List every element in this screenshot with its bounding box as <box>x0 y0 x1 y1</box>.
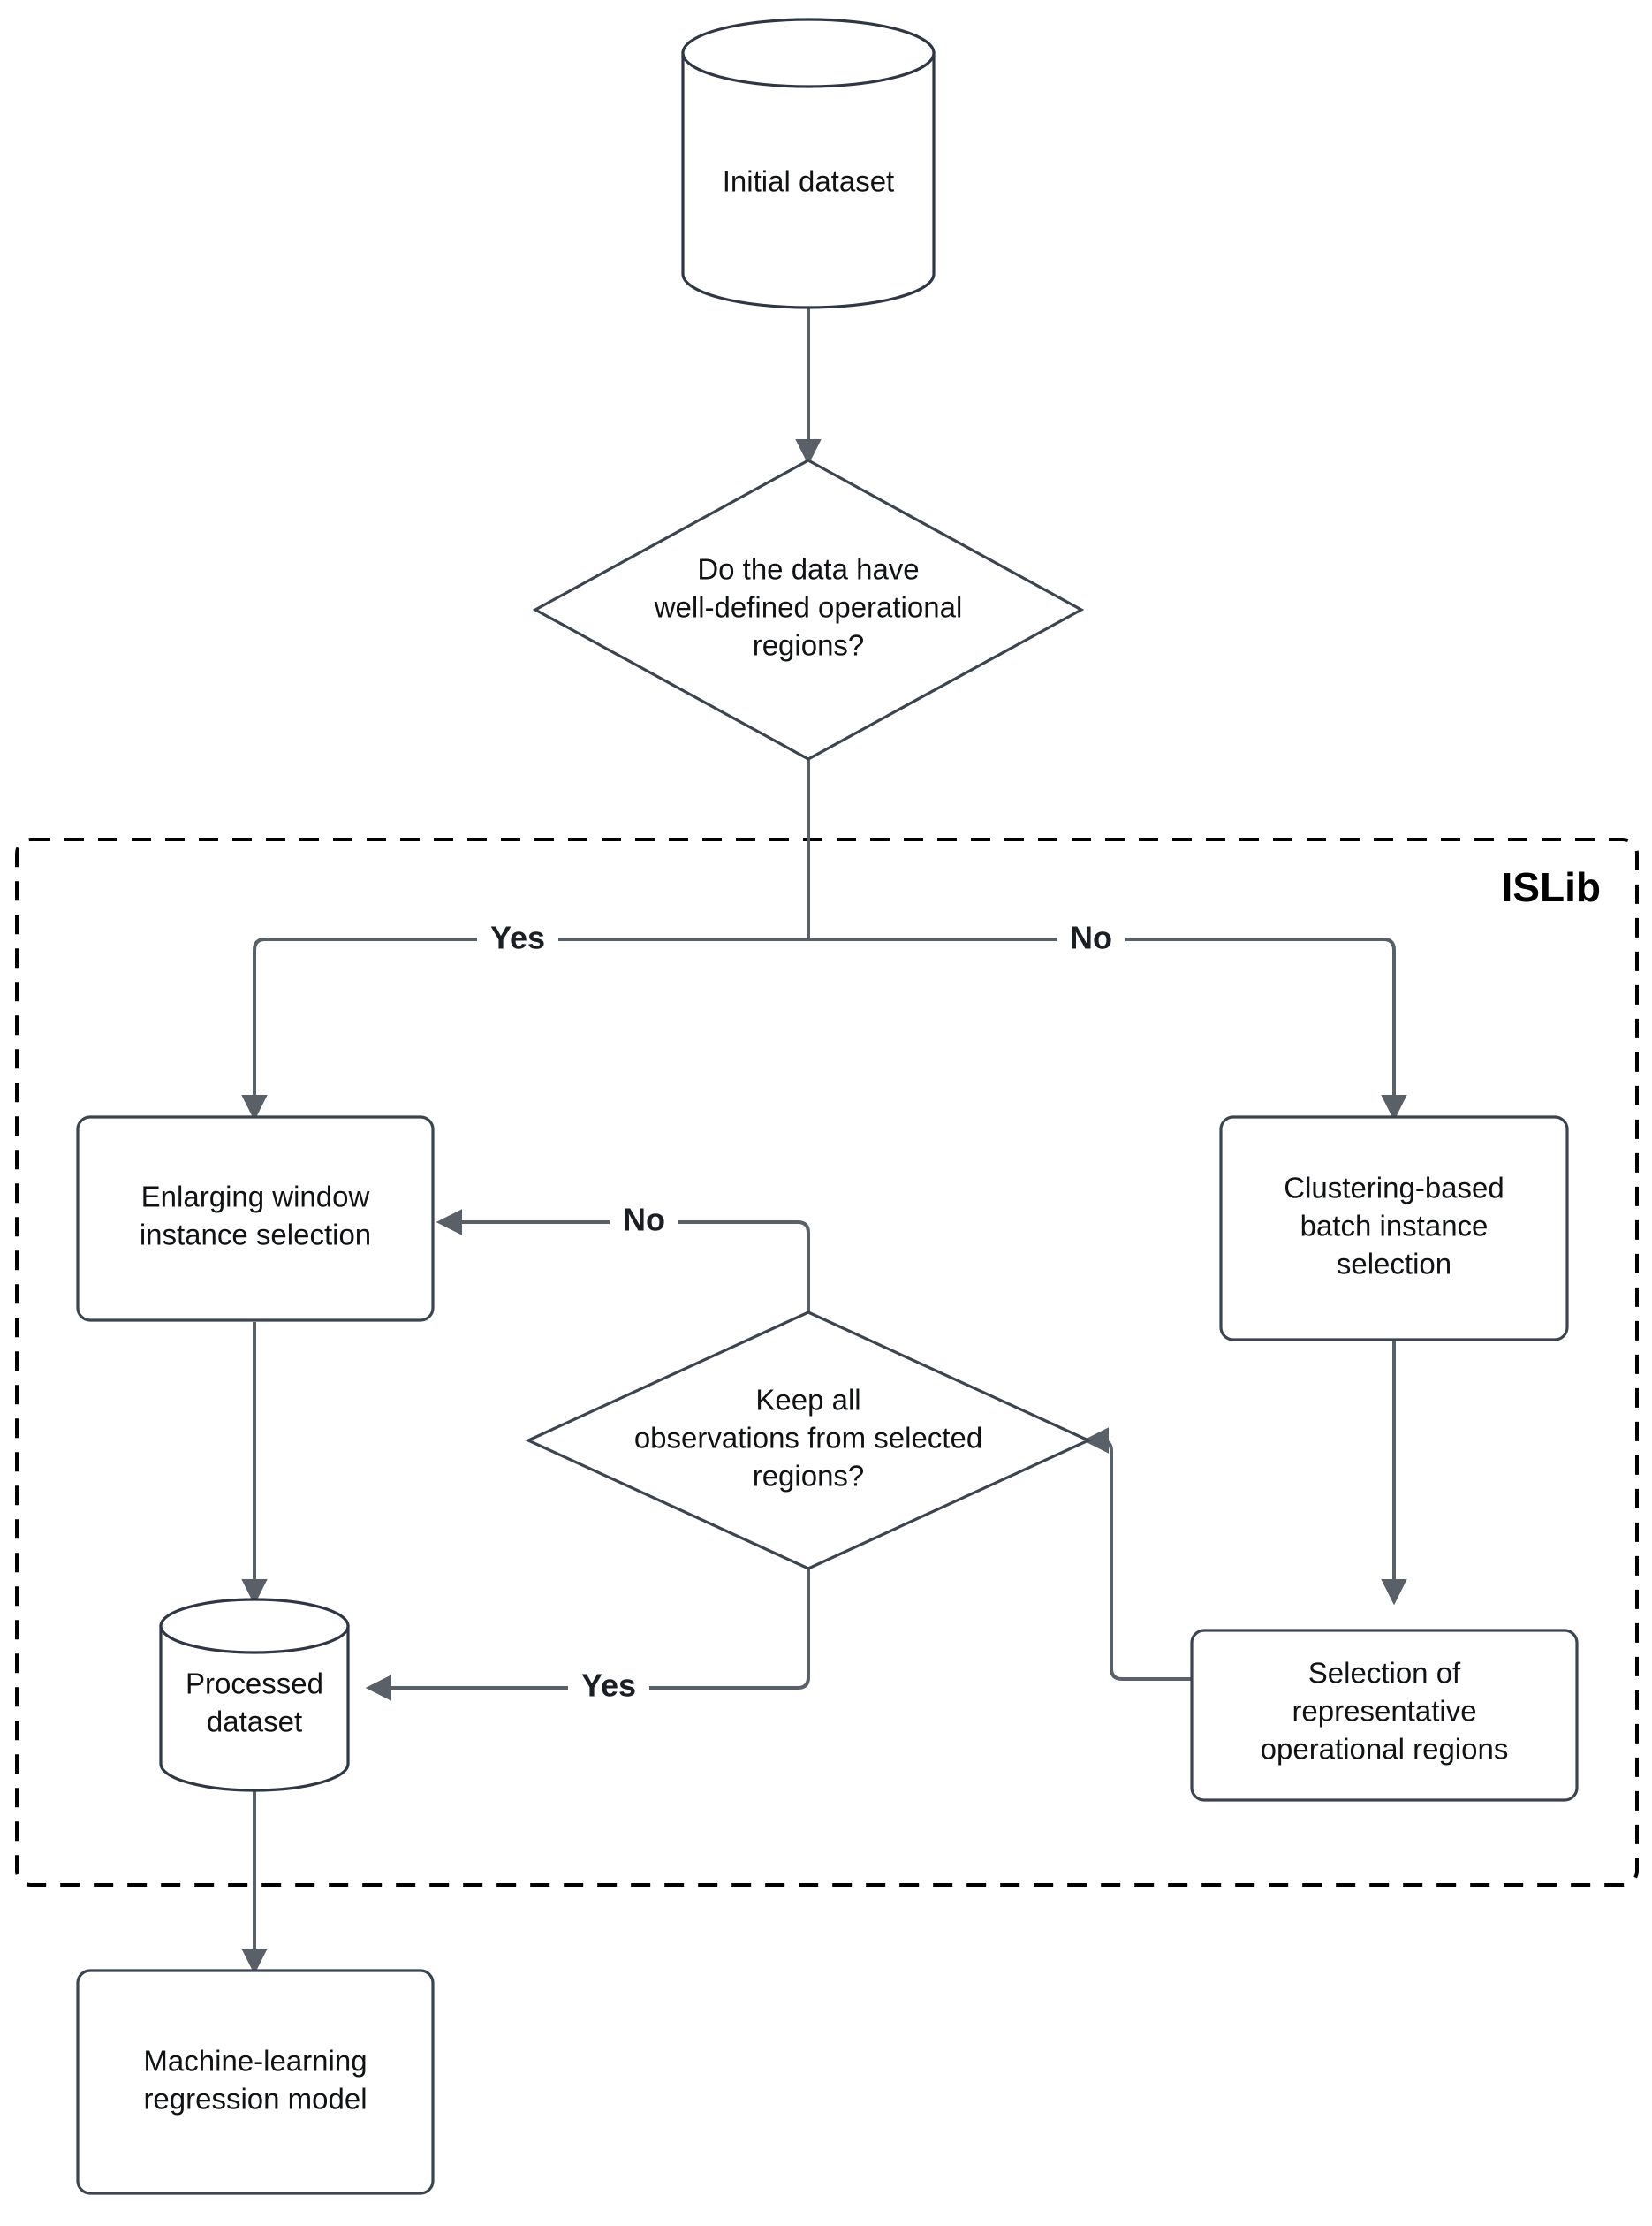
node-label-clustering-line-2: batch instance <box>1300 1210 1489 1242</box>
node-label-mlmodel-line-1: Machine-learning <box>143 2045 367 2078</box>
diamond-shape <box>532 459 1085 761</box>
process-box <box>76 1115 435 1322</box>
process-box <box>1219 1115 1569 1341</box>
node-machine-learning-regression-model[interactable]: Machine-learning regression model <box>76 1969 435 2195</box>
node-label-decision-2-line-2: observations from selected <box>634 1422 982 1455</box>
node-label-processed-line-2: dataset <box>207 1706 302 1738</box>
node-selection-representative-operational-regions[interactable]: Selection of representative operational … <box>1190 1629 1579 1802</box>
svg-text:Yes: Yes <box>490 920 545 956</box>
edge-label-yes-top: Yes <box>477 917 558 963</box>
node-label-mlmodel-line-2: regression model <box>143 2083 367 2116</box>
edge-label-no-top: No <box>1057 917 1125 963</box>
node-label-selection-line-1: Selection of <box>1308 1657 1461 1690</box>
node-label-clustering-line-1: Clustering-based <box>1284 1172 1504 1204</box>
node-label-clustering-line-3: selection <box>1337 1248 1451 1280</box>
svg-text:Yes: Yes <box>581 1668 636 1704</box>
cylinder-body <box>681 51 936 309</box>
edge-yes-branch-to-enlarging <box>241 938 808 1121</box>
node-label-decision-1-line-2: well-defined operational <box>654 591 963 624</box>
process-box <box>76 1969 435 2195</box>
svg-text:No: No <box>1070 920 1112 956</box>
cylinder-top <box>681 18 936 88</box>
process-box <box>1190 1629 1579 1802</box>
node-enlarging-window-instance-selection[interactable]: Enlarging window instance selection <box>76 1115 435 1322</box>
node-label-enlarging-line-1: Enlarging window <box>141 1181 370 1213</box>
svg-text:No: No <box>623 1202 665 1238</box>
diamond-shape <box>525 1311 1092 1570</box>
islib-group-label: ISLib <box>1502 864 1601 910</box>
edge-keepall-no-to-enlarging <box>436 1209 810 1312</box>
node-label-decision-2-line-1: Keep all <box>755 1384 860 1417</box>
node-label-processed-line-1: Processed <box>186 1668 323 1700</box>
edge-label-no-keepall: No <box>610 1199 678 1245</box>
node-label-decision-2-line-3: regions? <box>753 1460 865 1493</box>
node-clustering-based-batch-instance-selection[interactable]: Clustering-based batch instance selectio… <box>1219 1115 1569 1341</box>
islib-group-box <box>15 838 1639 1887</box>
cylinder-top <box>159 1598 350 1654</box>
node-label-initial-dataset: Initial dataset <box>723 165 894 198</box>
node-decision-operational-regions[interactable]: Do the data have well-defined operationa… <box>532 459 1085 761</box>
node-label-decision-1-line-3: regions? <box>753 629 865 662</box>
node-initial-dataset[interactable]: Initial dataset <box>681 18 936 309</box>
edge-no-branch-to-clustering <box>808 938 1407 1121</box>
edge-keepall-yes-to-processed <box>365 1569 810 1701</box>
node-processed-dataset[interactable]: Processed dataset <box>159 1598 350 1792</box>
node-label-selection-line-3: operational regions <box>1261 1733 1509 1766</box>
node-label-decision-1-line-1: Do the data have <box>697 553 919 586</box>
cylinder-body <box>159 1624 350 1792</box>
node-label-enlarging-line-2: instance selection <box>140 1219 371 1251</box>
edge-selection-to-keepall <box>1082 1427 1224 1681</box>
node-label-selection-line-2: representative <box>1292 1695 1476 1728</box>
edge-label-yes-keepall: Yes <box>568 1665 649 1711</box>
node-decision-keep-all-observations[interactable]: Keep all observations from selected regi… <box>525 1311 1092 1570</box>
